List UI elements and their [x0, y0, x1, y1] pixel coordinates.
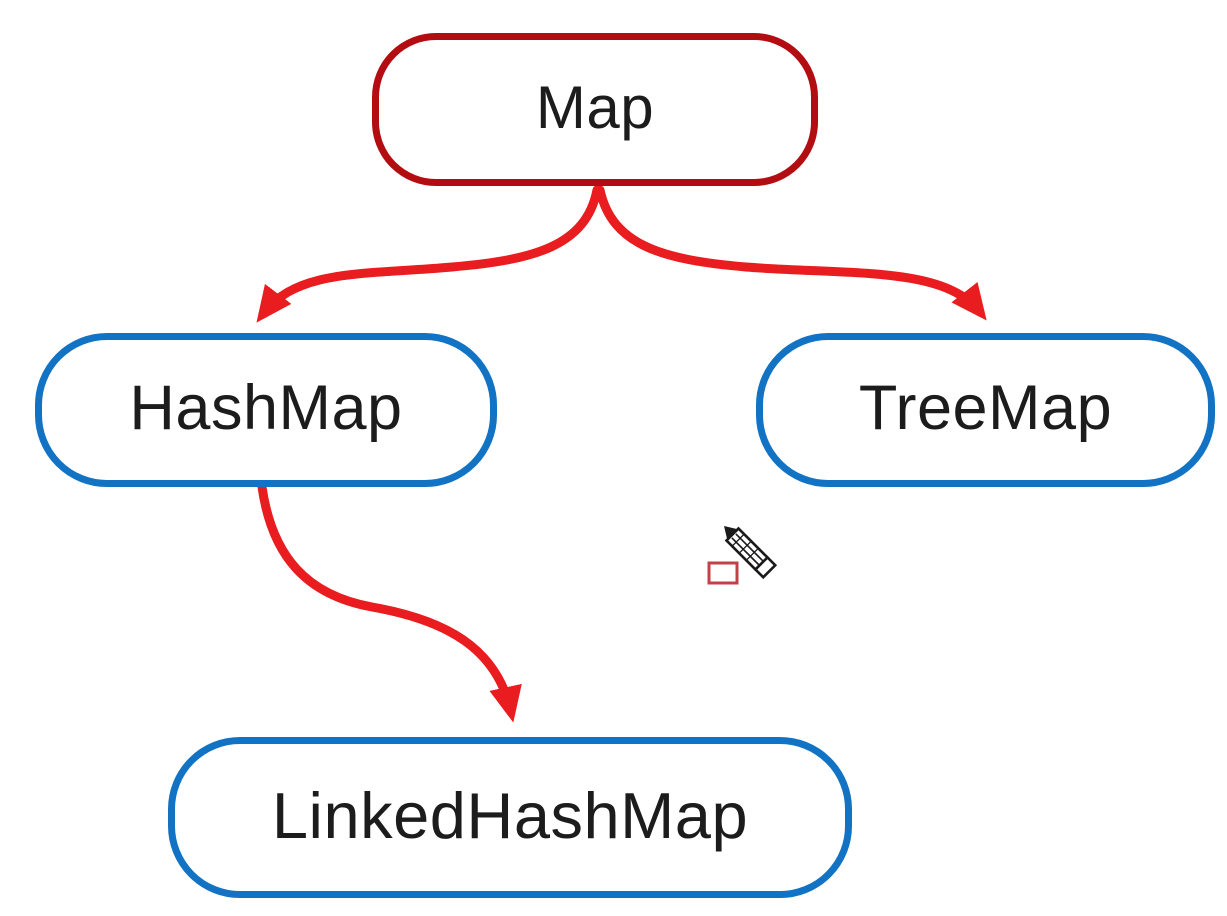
node-map: Map	[372, 33, 818, 186]
node-hashmap: HashMap	[35, 333, 497, 487]
node-linkedhashmap-label: LinkedHashMap	[271, 779, 749, 852]
node-hashmap-label: HashMap	[129, 373, 403, 443]
pencil-cursor-icon	[724, 526, 778, 580]
edge-hashmap-to-linkedhashmap	[257, 482, 522, 723]
node-linkedhashmap: LinkedHashMap	[168, 737, 852, 898]
edge-map-to-treemap	[595, 185, 987, 321]
node-treemap-label: TreeMap	[858, 373, 1113, 443]
node-treemap: TreeMap	[756, 333, 1215, 487]
node-map-label: Map	[535, 74, 655, 141]
edge-map-to-hashmap	[256, 185, 602, 323]
pen-color-swatch	[707, 561, 739, 585]
